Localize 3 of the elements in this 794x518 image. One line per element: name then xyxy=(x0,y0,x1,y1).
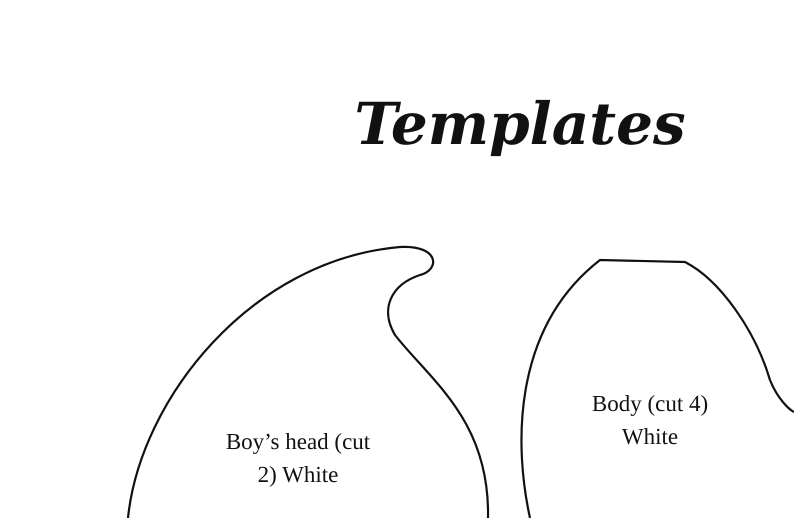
template-label: Boy’s head (cut 2) White xyxy=(224,428,372,489)
title: Templates xyxy=(353,90,687,158)
template-label: Body (cut 4) White xyxy=(590,390,710,451)
